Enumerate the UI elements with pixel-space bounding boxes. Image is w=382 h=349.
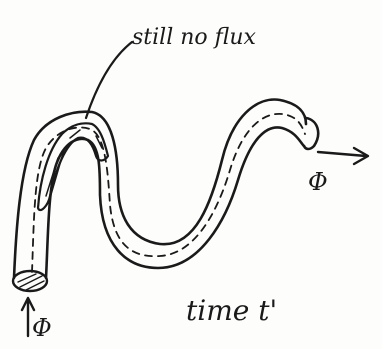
time-label: time t' (186, 294, 277, 327)
cross-section-hatching (18, 274, 44, 290)
flux-symbol-left: Φ (32, 314, 52, 342)
flux-symbol-right: Φ (308, 168, 328, 196)
flux-arrow-right (318, 148, 368, 164)
callout-pointer (86, 42, 132, 118)
tube-outer-wall (14, 100, 306, 278)
callout-label: still no flux (132, 25, 256, 50)
tube-inner-wall (46, 127, 304, 278)
tube-centerline (32, 114, 305, 272)
